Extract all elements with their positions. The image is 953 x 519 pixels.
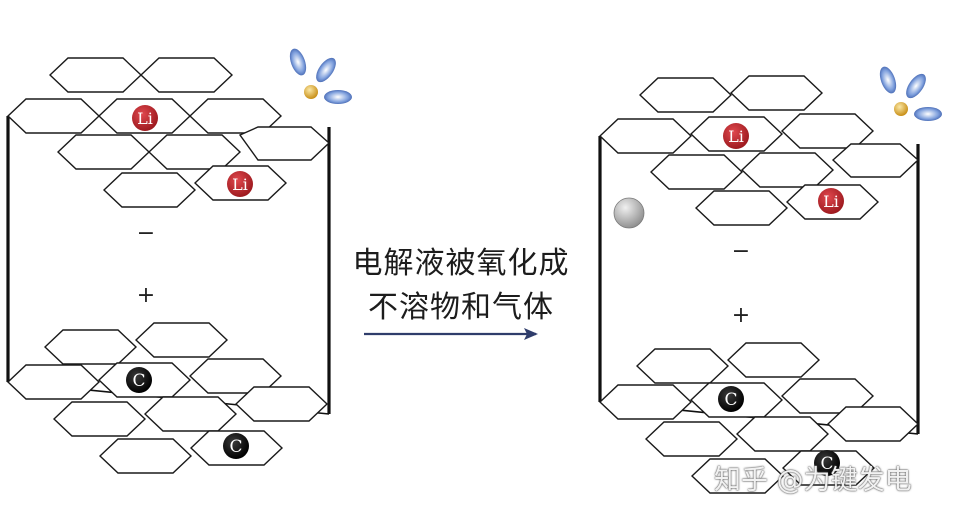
left-cell: Li Li − + C C	[6, 48, 352, 474]
li-label: Li	[728, 127, 744, 146]
c-label: C	[820, 454, 833, 474]
right-c-atom-1: C	[718, 386, 744, 412]
left-anode-lattice	[6, 57, 331, 208]
c-label: C	[724, 390, 737, 410]
c-label: C	[229, 437, 242, 457]
right-positive-sign: +	[732, 303, 750, 328]
process-caption-line-1: 电解液被氧化成	[352, 246, 570, 281]
right-electrolyte-molecule-icon	[879, 66, 942, 121]
c-label: C	[132, 371, 145, 391]
right-li-atom-2: Li	[818, 188, 844, 214]
left-c-atom-2: C	[223, 433, 249, 459]
gas-bubble	[613, 197, 645, 229]
watermark: 知乎 @为键发电	[714, 465, 912, 496]
left-electrolyte-molecule-icon	[289, 48, 352, 104]
left-negative-sign: −	[137, 221, 155, 246]
process-caption-line-2: 不溶物和气体	[368, 290, 554, 325]
left-li-atom-1: Li	[132, 105, 158, 131]
right-anode-lattice	[598, 75, 920, 226]
li-label: Li	[823, 192, 839, 211]
li-label: Li	[137, 109, 153, 128]
right-cathode-lattice	[598, 342, 920, 494]
li-label: Li	[232, 175, 248, 194]
left-li-atom-2: Li	[227, 171, 253, 197]
right-c-atom-2: C	[814, 450, 840, 476]
left-c-atom-1: C	[126, 367, 152, 393]
left-cathode-lattice	[6, 322, 329, 474]
right-negative-sign: −	[732, 239, 750, 264]
right-cell: Li Li − + C C	[598, 66, 942, 494]
right-li-atom-1: Li	[723, 123, 749, 149]
left-positive-sign: +	[137, 283, 155, 308]
